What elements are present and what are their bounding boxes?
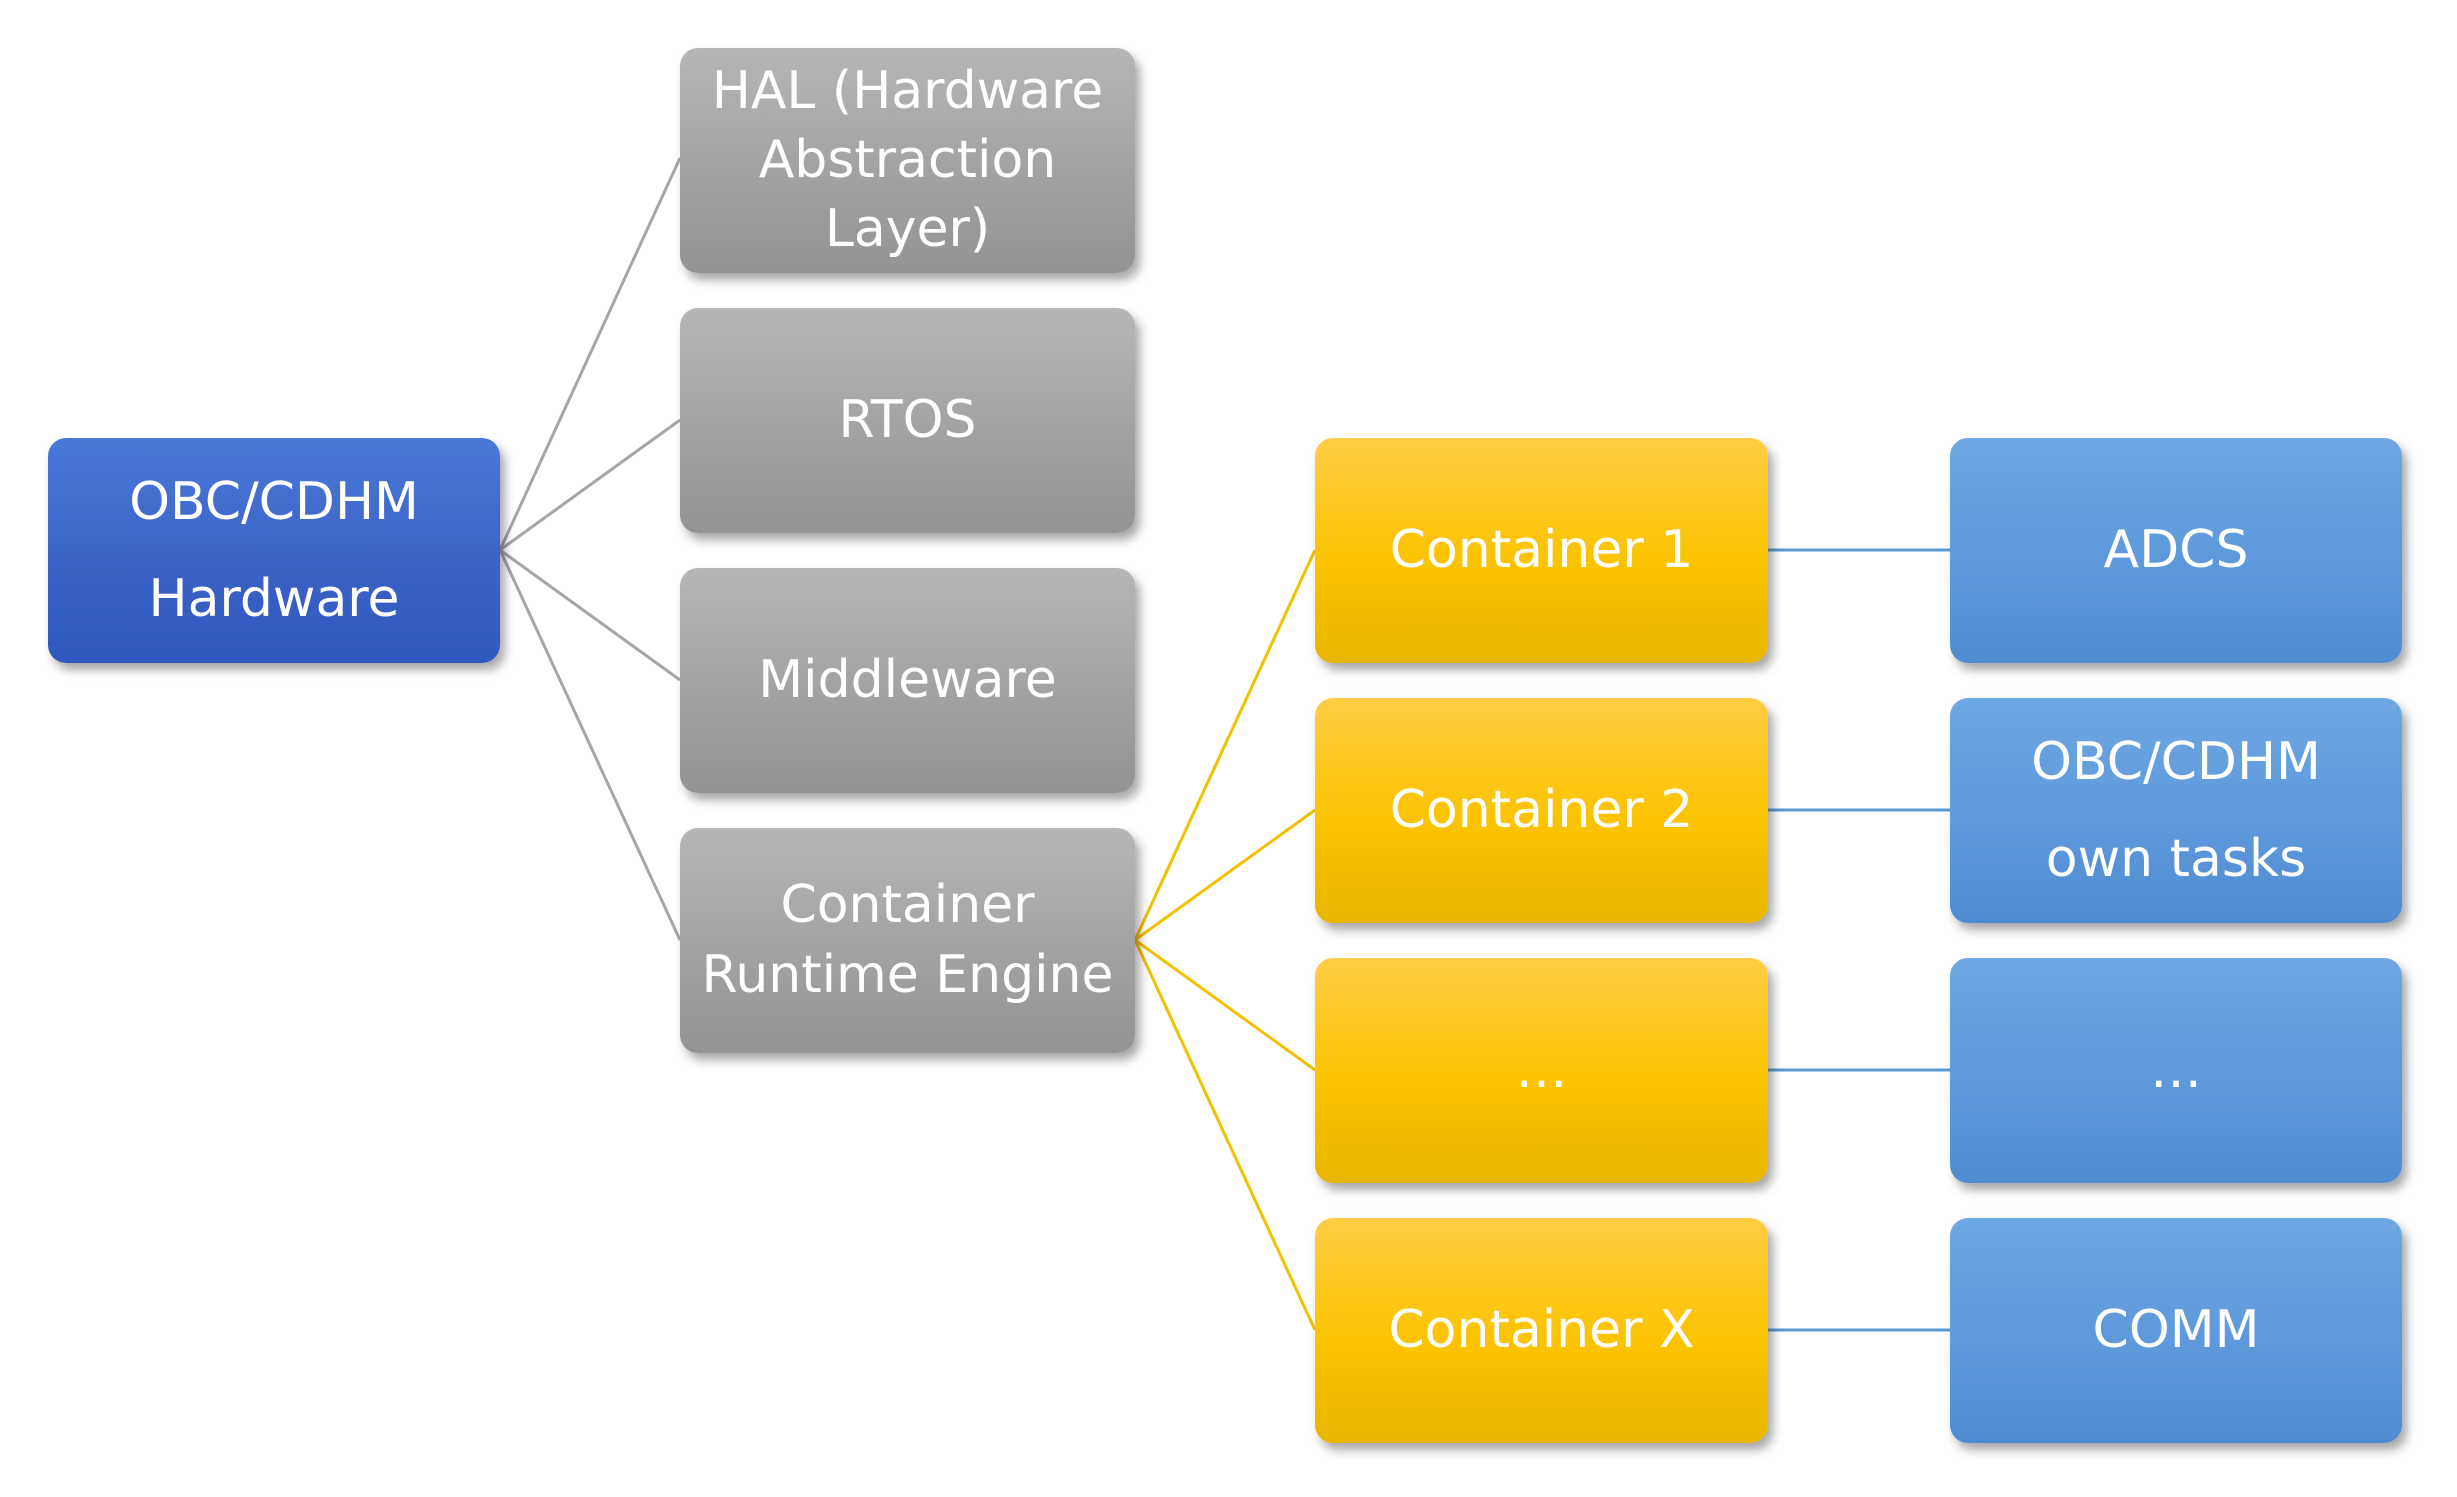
task-node-adcs: ADCS <box>1950 438 2402 663</box>
container-node-ellipsis: … <box>1315 958 1768 1183</box>
container-node-x: Container X <box>1315 1218 1768 1443</box>
layer-node-label: HAL (Hardware Abstraction Layer) <box>711 60 1104 260</box>
task-node-label: ADCS <box>2103 520 2249 581</box>
connector-root-rtos <box>499 418 681 552</box>
container-node-1: Container 1 <box>1315 438 1768 663</box>
layer-node-hal: HAL (Hardware Abstraction Layer) <box>680 48 1135 273</box>
container-node-label: … <box>1515 1039 1568 1100</box>
layer-node-label: Container Runtime Engine <box>701 875 1114 1005</box>
layer-node-label: Middleware <box>758 649 1057 710</box>
root-node-obc-cdhm-hardware: OBC/CDHM Hardware <box>48 438 500 663</box>
connector-root-middleware <box>499 548 681 682</box>
connector-runtime-container-1 <box>1133 549 1317 941</box>
task-node-label: … <box>2150 1040 2202 1101</box>
root-node-label: OBC/CDHM Hardware <box>129 472 419 629</box>
task-node-label: OBC/CDHM own tasks <box>2031 732 2321 889</box>
layer-node-label: RTOS <box>838 389 977 450</box>
connector-root-runtime <box>498 549 682 941</box>
connector-runtime-container-x <box>1133 939 1317 1331</box>
task-node-obc-cdhm-own-tasks: OBC/CDHM own tasks <box>1950 698 2402 923</box>
layer-node-container-runtime-engine: Container Runtime Engine <box>680 828 1135 1053</box>
layer-node-rtos: RTOS <box>680 308 1135 533</box>
task-node-ellipsis: … <box>1950 958 2402 1183</box>
task-node-label: COMM <box>2092 1300 2260 1361</box>
container-node-label: Container 2 <box>1389 779 1694 840</box>
container-node-label: Container 1 <box>1389 519 1694 580</box>
connector-runtime-container-2 <box>1134 808 1316 942</box>
layer-node-middleware: Middleware <box>680 568 1135 793</box>
container-node-2: Container 2 <box>1315 698 1768 923</box>
task-node-comm: COMM <box>1950 1218 2402 1443</box>
connector-runtime-container-3 <box>1134 938 1316 1072</box>
connector-root-hal <box>498 157 682 551</box>
container-node-label: Container X <box>1388 1299 1695 1360</box>
